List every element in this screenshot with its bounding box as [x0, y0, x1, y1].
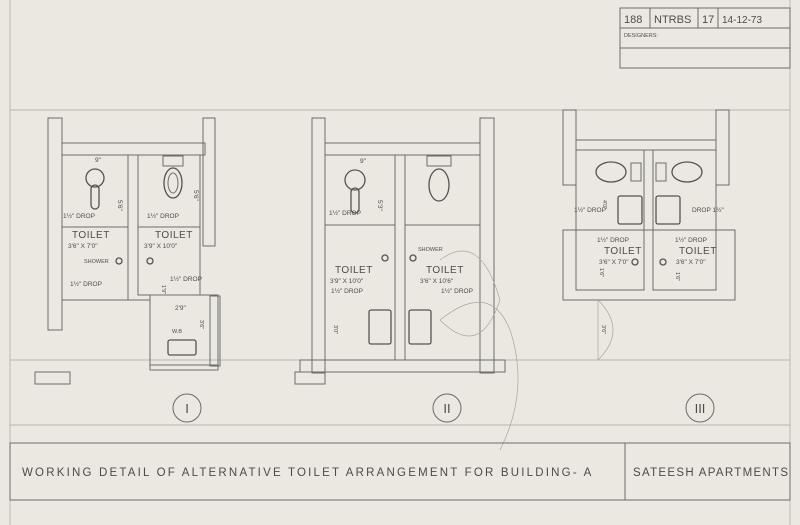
dimension: 1'9" — [160, 285, 166, 294]
drop-label: 1½" DROP — [675, 236, 707, 244]
shower-icon — [115, 257, 123, 265]
project-name: SATEESH APARTMENTS — [633, 467, 789, 479]
designers-label: DESIGNERS: — [624, 33, 658, 39]
room-size: 3'6" X 7'0" — [599, 259, 629, 266]
drawing-title: WORKING DETAIL OF ALTERNATIVE TOILET ARR… — [22, 467, 594, 479]
plan-number: II — [443, 401, 450, 416]
european-wc-icon — [595, 161, 627, 183]
title-block: 188 NTRBS 17 14-12-73 DESIGNERS: — [619, 7, 791, 69]
wash-basin-label: W.B — [172, 329, 182, 335]
drop-label: DROP 1½" — [692, 206, 725, 214]
room-size: 3'6" X 7'0" — [68, 243, 98, 250]
drop-label: 1½" DROP — [597, 236, 629, 244]
dimension: 3'0" — [332, 325, 338, 334]
plan-number: III — [695, 401, 706, 416]
room-label: TOILET — [155, 230, 193, 241]
dimension: 5'6" — [192, 190, 199, 201]
room-size: 3'9" X 10'0" — [330, 278, 364, 285]
dimension: 3'6" — [198, 320, 204, 329]
dimension: 9" — [95, 157, 102, 164]
drop-label: 1½" DROP — [147, 212, 179, 220]
shower-icon — [381, 254, 389, 262]
date: 14-12-73 — [722, 15, 762, 26]
dimension: 1'6" — [598, 268, 604, 277]
wash-basin-icon — [408, 309, 432, 345]
plan-number-circle — [172, 393, 202, 423]
room-size: 3'6" X 10'6" — [420, 278, 454, 285]
drop-label: 1½" DROP — [331, 287, 363, 295]
footer-title-band: WORKING DETAIL OF ALTERNATIVE TOILET ARR… — [9, 442, 791, 501]
room-size: 3'6" X 7'0" — [676, 259, 706, 266]
sheet-border — [9, 0, 791, 525]
shower-icon — [146, 257, 154, 265]
dimension: 4'0" — [601, 200, 607, 209]
indian-wc-icon — [85, 168, 105, 188]
plan-2: 9" 5'3" 1½" DROP SHOWER TOILET 3'9" X 10… — [294, 117, 519, 451]
wash-basin-icon — [368, 309, 392, 345]
wash-basin-icon — [617, 195, 643, 225]
indian-wc-icon — [344, 169, 366, 191]
plan-number: I — [185, 401, 189, 416]
shower-label: SHOWER — [418, 247, 443, 253]
room-label: TOILET — [335, 265, 373, 276]
room-label: TOILET — [604, 246, 642, 257]
drawing-number: 17 — [702, 14, 714, 26]
room-label: TOILET — [426, 265, 464, 276]
plan-number-circle — [685, 393, 715, 423]
dimension: 1'6" — [674, 272, 680, 281]
dimension: 3'6" — [600, 325, 606, 334]
drop-label: 1½" DROP — [70, 280, 102, 288]
wash-basin-icon — [655, 195, 681, 225]
shower-label: SHOWER — [84, 259, 109, 265]
dimension: 5'6" — [116, 200, 123, 211]
room-size: 3'9" X 10'0" — [144, 243, 178, 250]
plan-number-circle — [432, 393, 462, 423]
pencil-scribble — [439, 250, 519, 451]
room-label: TOILET — [679, 246, 717, 257]
drawn-by: NTRBS — [654, 14, 691, 26]
room-label: TOILET — [72, 230, 110, 241]
drop-label: 1½" DROP — [63, 212, 95, 220]
european-wc-icon — [163, 167, 183, 199]
european-wc-icon — [671, 161, 703, 183]
shower-icon — [409, 254, 417, 262]
drop-label: 1½" DROP — [441, 287, 473, 295]
dimension: 2'9" — [175, 305, 186, 312]
european-wc-icon — [428, 168, 450, 202]
dimension: 9" — [360, 158, 367, 165]
shower-icon — [659, 258, 667, 266]
door-swing — [597, 299, 614, 361]
plan-3: 1½" DROP 4'0" DROP 1½" 1½" DROP 1½" DROP… — [562, 109, 736, 423]
drop-label: 1½" DROP — [329, 209, 361, 217]
plan-1: 9" 5'6" 5'6" 1½" DROP 1½" DROP TOILET 3'… — [34, 117, 221, 423]
drop-label: 1½" DROP — [170, 275, 202, 283]
dimension: 5'3" — [376, 200, 383, 211]
wash-basin-icon — [167, 339, 197, 356]
shower-icon — [631, 258, 639, 266]
sheet-number: 188 — [624, 14, 642, 26]
drop-label: 1½" DROP — [574, 206, 606, 214]
